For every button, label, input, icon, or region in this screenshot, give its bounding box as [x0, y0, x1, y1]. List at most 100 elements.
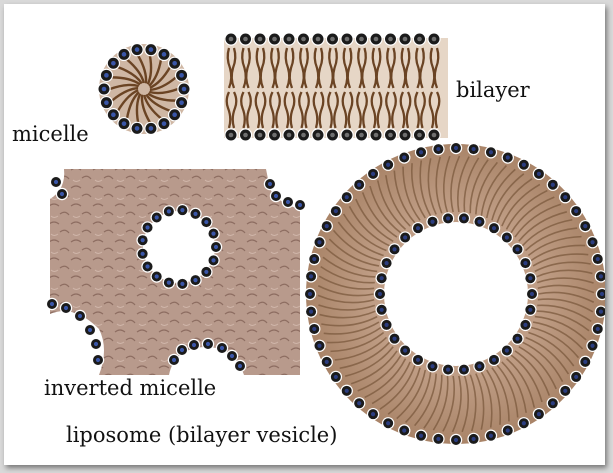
lipid-head	[432, 143, 444, 155]
lipid-head	[176, 204, 188, 216]
lipid-head	[151, 270, 163, 282]
lipid-head	[313, 340, 325, 352]
lipid-head	[136, 234, 148, 246]
lipid-head	[533, 408, 545, 420]
lipid-head	[398, 151, 410, 163]
lipid-head	[518, 159, 530, 171]
lipid-head	[130, 43, 143, 56]
lipid-head	[375, 304, 387, 316]
lipid-head	[369, 32, 382, 45]
lipid-head	[559, 385, 571, 397]
lipid-head	[488, 354, 500, 366]
lipid-head	[458, 212, 470, 224]
lipid-head	[304, 288, 316, 300]
lipid-head	[297, 128, 310, 141]
lipid-head	[253, 128, 266, 141]
bilayer-diagram	[224, 32, 448, 141]
lipid-head	[341, 385, 353, 397]
lipid-head	[485, 430, 497, 442]
lipid-head	[84, 324, 96, 336]
lipid-head	[157, 48, 170, 61]
lipid-head	[369, 128, 382, 141]
lipid-head	[485, 146, 497, 158]
lipid-head	[224, 32, 237, 45]
lipid-head	[559, 191, 571, 203]
lipid-head	[353, 179, 365, 191]
lipid-head	[340, 32, 353, 45]
lipid-head	[305, 270, 317, 282]
lipid-head	[305, 305, 317, 317]
lipid-head	[382, 417, 394, 429]
lipid-head	[141, 260, 153, 272]
lipid-head	[519, 319, 531, 331]
lipid-head	[384, 128, 397, 141]
lipid-head	[519, 257, 531, 269]
lipid-head	[189, 274, 201, 286]
lipid-head	[547, 179, 559, 191]
lipid-head	[592, 253, 604, 265]
lipid-head	[321, 220, 333, 232]
lipid-head	[163, 205, 175, 217]
lipid-head	[144, 43, 157, 56]
lipid-head	[382, 159, 394, 171]
lipid-head	[264, 178, 276, 190]
lipid-head	[297, 32, 310, 45]
lipid-head	[488, 222, 500, 234]
lipid-head	[502, 424, 514, 436]
lipid-head	[380, 319, 392, 331]
micelle-diagram	[97, 43, 190, 135]
liposome-label: liposome (bilayer vesicle)	[66, 423, 337, 447]
lipid-head	[432, 433, 444, 445]
lipid-head	[189, 208, 201, 220]
lipid-head	[253, 32, 266, 45]
lipid-head	[415, 146, 427, 158]
lipid-head	[442, 363, 454, 375]
lipid-head	[107, 57, 120, 70]
lipid-head	[341, 191, 353, 203]
lipid-head	[547, 397, 559, 409]
lipid-head	[367, 408, 379, 420]
lipid-head	[311, 128, 324, 141]
lipid-head	[524, 304, 536, 316]
lipid-head	[100, 69, 113, 82]
lipid-head	[380, 257, 392, 269]
lipid-head	[330, 371, 342, 383]
inverted-micelle-label: inverted micelle	[44, 376, 216, 400]
lipid-head	[107, 108, 120, 121]
lipid-head	[412, 222, 424, 234]
lipid-head	[100, 96, 113, 109]
lipid-head	[177, 82, 190, 95]
lipid-head	[202, 338, 214, 350]
lipid-head	[511, 332, 523, 344]
lipid-head	[207, 254, 219, 266]
lipid-head	[321, 356, 333, 368]
lipid-head	[282, 32, 295, 45]
lipid-head	[570, 371, 582, 383]
lipid-head	[151, 211, 163, 223]
lipid-head	[74, 310, 86, 322]
lipid-head	[117, 48, 130, 61]
lipid-head	[355, 32, 368, 45]
lipid-head	[117, 117, 130, 130]
lipid-head	[268, 32, 281, 45]
lipid-head	[501, 344, 513, 356]
lipid-head	[282, 128, 295, 141]
lipid-head	[308, 323, 320, 335]
lipid-head	[415, 430, 427, 442]
lipid-head	[413, 32, 426, 45]
lipid-head	[50, 176, 62, 188]
lipid-head	[216, 342, 228, 354]
lipid-head	[175, 96, 188, 109]
inverted-micelle-diagram	[46, 169, 306, 375]
lipid-head	[175, 69, 188, 82]
lipid-head	[200, 266, 212, 278]
lipid-head	[579, 220, 591, 232]
bilayer-label: bilayer	[456, 78, 530, 102]
lipid-head	[207, 227, 219, 239]
lipid-head	[97, 82, 110, 95]
lipid-head	[163, 276, 175, 288]
lipid-head	[450, 142, 462, 154]
lipid-head	[427, 128, 440, 141]
lipid-head	[176, 344, 188, 356]
lipid-head	[533, 168, 545, 180]
